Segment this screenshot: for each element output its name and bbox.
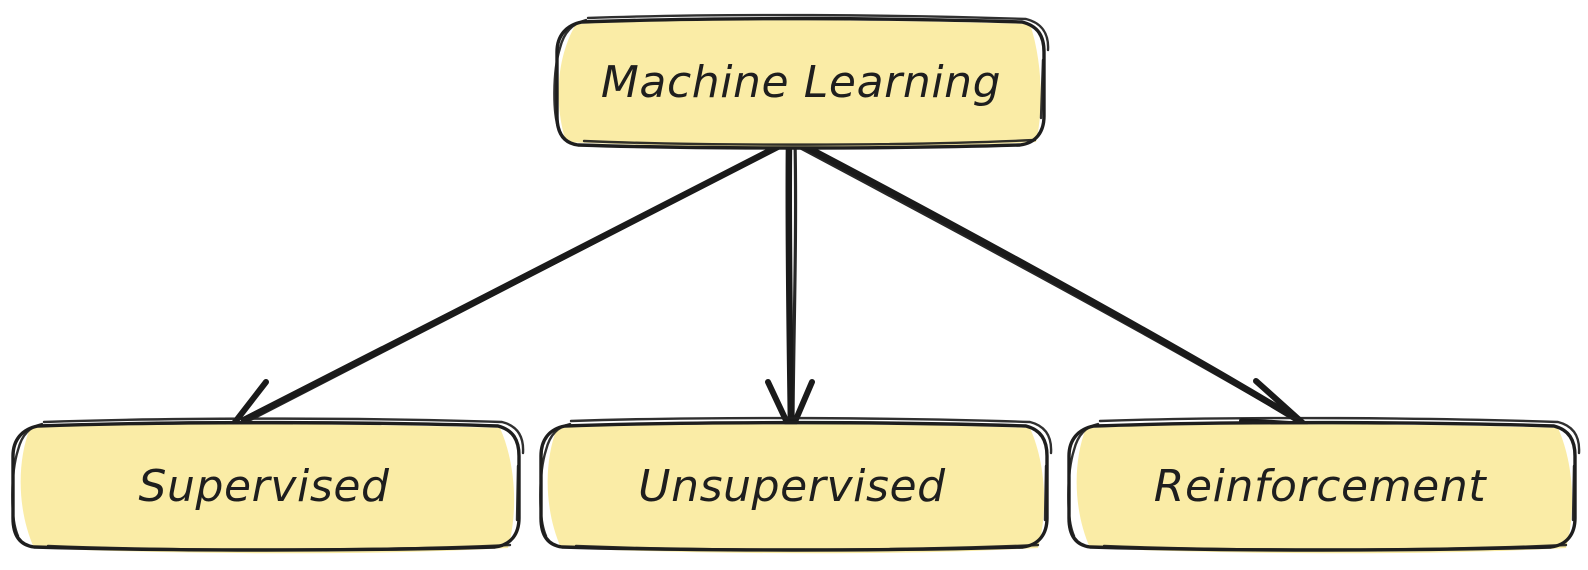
node-reinforcement-outline-ghost xyxy=(1067,416,1581,551)
edge-root-reinforcement-line-ghost xyxy=(793,143,1306,427)
edge-root-unsupervised-line-ghost xyxy=(791,138,798,432)
node-supervised-label: Supervised xyxy=(138,461,390,512)
node-reinforcement[interactable]: Reinforcement xyxy=(1067,416,1581,554)
node-reinforcement-outline xyxy=(1067,420,1577,552)
node-unsupervised-label: Unsupervised xyxy=(638,461,946,512)
node-supervised-fill xyxy=(20,424,515,554)
edge-root-supervised[interactable] xyxy=(229,136,795,429)
edge-root-unsupervised-line xyxy=(785,138,795,432)
node-supervised[interactable]: Supervised xyxy=(11,417,525,554)
edge-root-reinforcement[interactable] xyxy=(789,136,1308,428)
edge-root-reinforcement-line xyxy=(789,136,1302,424)
node-unsupervised-outline-ghost xyxy=(539,416,1053,551)
node-machine-learning[interactable]: Machine Learning xyxy=(553,13,1050,150)
node-machine-learning-label: Machine Learning xyxy=(601,57,1001,108)
node-reinforcement-fill xyxy=(1076,424,1573,554)
node-reinforcement-label: Reinforcement xyxy=(1154,461,1488,512)
edge-root-unsupervised[interactable] xyxy=(765,138,815,434)
edge-group xyxy=(229,136,1308,434)
node-machine-learning-fill xyxy=(558,20,1041,148)
node-supervised-outline-ghost xyxy=(11,417,525,551)
node-machine-learning-outline-ghost xyxy=(553,13,1050,146)
node-supervised-outline xyxy=(11,420,521,552)
edge-root-supervised-line-ghost xyxy=(236,140,791,428)
node-unsupervised-outline xyxy=(539,420,1049,552)
node-unsupervised-fill xyxy=(547,424,1045,554)
node-unsupervised[interactable]: Unsupervised xyxy=(539,416,1053,554)
